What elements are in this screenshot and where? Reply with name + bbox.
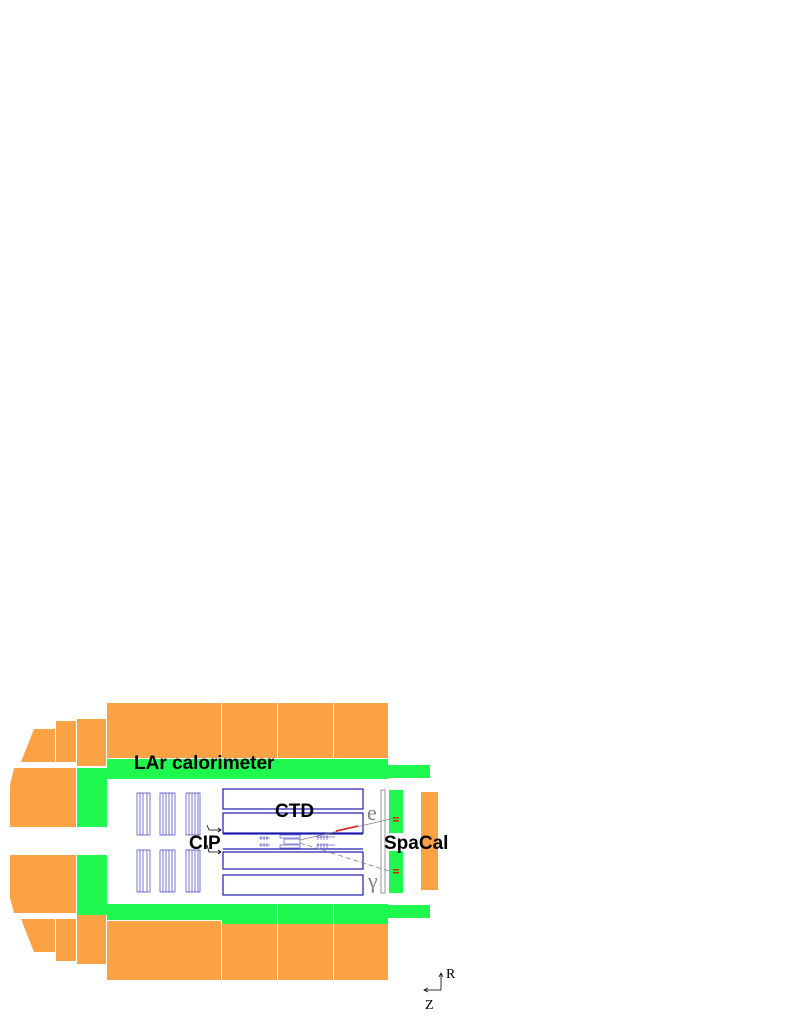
orange-backward-block: [421, 792, 438, 890]
orange-block-top-4: [334, 703, 388, 758]
orange-block-bottom-1: [107, 921, 221, 980]
orange-block-top-1: [107, 703, 221, 758]
cip-arrows: [206, 824, 222, 855]
orange-endcap-top-mid: [56, 721, 76, 762]
photon-label: γ: [367, 868, 378, 893]
spacal-green-top: [389, 790, 403, 833]
particle-tracks: [299, 817, 396, 874]
cip-top-group: [136, 792, 201, 836]
lar-calorimeter: [77, 759, 430, 924]
green-left-bottom: [77, 855, 107, 915]
outer-calorimeter: [10, 703, 438, 980]
axis-indicator: [423, 972, 444, 993]
axis-r-label: R: [446, 967, 456, 982]
lar-calorimeter-label: LAr calorimeter: [134, 753, 275, 774]
inner-tracker: [259, 834, 335, 849]
cip-bottom-group: [136, 849, 201, 893]
ctd-inner-top: [222, 812, 364, 834]
orange-block-bottom-3: [278, 921, 333, 980]
orange-endcap-bottom-high: [10, 855, 76, 913]
green-top-extension: [388, 765, 430, 778]
orange-block-top-3: [278, 703, 333, 758]
orange-endcap-bottom-mid: [56, 919, 76, 961]
spacal-label: SpaCal: [384, 833, 448, 854]
green-bottom-seg-4: [334, 904, 388, 924]
green-top-strip: [107, 759, 388, 779]
ctd-inner-bottom: [222, 851, 364, 870]
electron-label: e: [367, 800, 377, 825]
orange-block-top-2: [222, 703, 277, 758]
orange-endcap-top-outer: [21, 729, 55, 762]
cip-label: CIP: [189, 833, 221, 854]
orange-endcap-bottom-inner: [77, 915, 106, 964]
ctd-outer-top: [222, 788, 364, 810]
ctd-outer-bottom: [222, 874, 364, 896]
cip-chambers: [136, 792, 201, 893]
green-bottom-seg-2: [222, 904, 277, 924]
spacal-deposits: [393, 817, 399, 874]
orange-block-bottom-4: [334, 921, 388, 980]
orange-endcap-bottom-outer: [21, 919, 55, 952]
electron-track-red: [335, 825, 359, 832]
green-bottom-strip: [107, 904, 222, 920]
axis-z-label: Z: [425, 998, 434, 1013]
ctd-label: CTD: [275, 801, 314, 822]
green-left-top: [77, 768, 107, 827]
green-bottom-seg-3: [278, 904, 333, 924]
backward-drift-chamber: [380, 789, 386, 894]
orange-endcap-top-inner: [77, 719, 106, 766]
orange-endcap-top-low: [10, 768, 76, 827]
photon-track: [299, 842, 396, 874]
orange-block-bottom-2: [222, 921, 277, 980]
ctd-chambers: [222, 788, 364, 896]
green-bottom-extension: [388, 905, 430, 918]
